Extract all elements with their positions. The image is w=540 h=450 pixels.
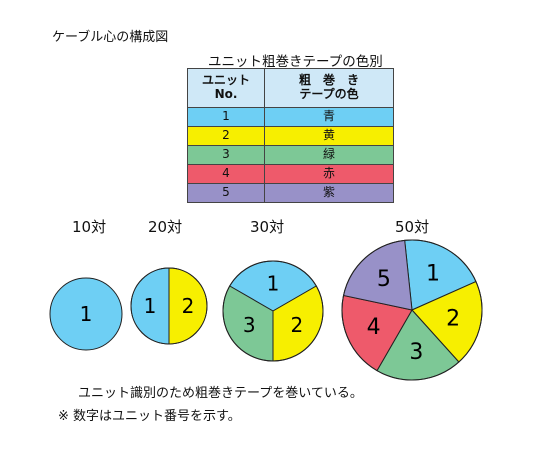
pair-label-30: 30対 <box>250 218 285 236</box>
unit-number-cell: 5 <box>187 183 265 203</box>
unit-number-cell: 1 <box>187 107 265 127</box>
header-rough-wrap-label: 粗 巻 き <box>298 73 359 88</box>
unit-color-table: ユニット No. 粗 巻 き テープの色 1 青 2 黄 3 緑 4 赤 5 <box>187 68 394 203</box>
cable-section-30対: 12 3 <box>222 260 324 362</box>
unit-number-label: 1 <box>80 302 93 326</box>
unit-number-label: 1 <box>267 272 280 296</box>
color-name-cell: 紫 <box>264 183 394 203</box>
unit-number-label: 3 <box>409 340 423 365</box>
table-row: 5 紫 <box>187 183 394 203</box>
header-tape-color: 粗 巻 き テープの色 <box>264 68 394 108</box>
note-unit-number: ※ 数字はユニット番号を示す。 <box>58 409 241 424</box>
table-title: ユニット粗巻きテープの色別 <box>208 54 383 70</box>
pair-label-10: 10対 <box>72 218 107 236</box>
unit-number-label: 4 <box>367 315 381 340</box>
header-tape-color-label: テープの色 <box>299 87 359 101</box>
unit-number-cell: 3 <box>187 145 265 165</box>
pair-label-50: 50対 <box>395 218 430 236</box>
unit-number-label: 2 <box>446 307 460 332</box>
unit-number-label: 2 <box>182 294 195 318</box>
cable-outline <box>222 260 324 362</box>
unit-number-label: 5 <box>377 267 391 292</box>
table-row: 1 青 <box>187 107 394 127</box>
header-unit-label: ユニット <box>201 73 250 88</box>
diagram-title: ケーブル心の構成図 <box>52 30 169 45</box>
unit-number-cell: 2 <box>187 126 265 146</box>
note-identification: ユニット識別のため粗巻きテープを巻いている。 <box>78 386 363 401</box>
unit-segment <box>49 277 123 351</box>
unit-number-label: 3 <box>243 313 256 337</box>
unit-number-label: 2 <box>290 313 303 337</box>
color-name-cell: 青 <box>264 107 394 127</box>
unit-number-label: 1 <box>426 262 440 287</box>
cable-outline <box>341 239 483 381</box>
color-name-cell: 赤 <box>264 164 394 184</box>
table-row: 3 緑 <box>187 145 394 165</box>
cable-outline <box>130 267 208 345</box>
color-name-cell: 緑 <box>264 145 394 165</box>
header-unit-no: ユニット No. <box>187 68 265 108</box>
unit-number-label: 1 <box>144 294 157 318</box>
table-row: 4 赤 <box>187 164 394 184</box>
pair-label-20: 20対 <box>148 218 183 236</box>
header-no-label: No. <box>214 87 238 101</box>
table-row: 2 黄 <box>187 126 394 146</box>
cable-section-50対: 123 4 5 <box>341 239 483 381</box>
color-name-cell: 黄 <box>264 126 394 146</box>
cable-section-10対: 1 <box>49 277 123 351</box>
